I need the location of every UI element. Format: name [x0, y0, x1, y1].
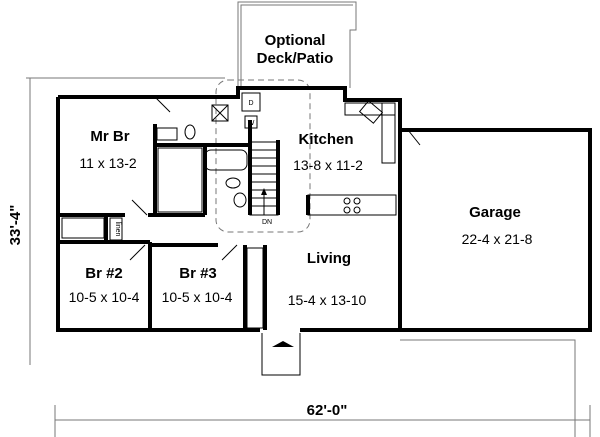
stairs: DN	[249, 141, 279, 226]
deck-label: Optional	[265, 32, 326, 49]
doors	[129, 96, 421, 376]
master-bedroom-label: Mr Br	[90, 128, 129, 145]
kitchen-counter	[381, 102, 396, 164]
driveway	[400, 339, 576, 437]
door[interactable]	[407, 129, 421, 146]
kitchen-label: Kitchen	[298, 131, 353, 148]
width-dimension: 62'-0"	[307, 402, 348, 419]
shower-icon	[211, 104, 229, 122]
master-bedroom-size: 11 x 13-2	[79, 155, 137, 171]
entry-porch	[261, 333, 301, 376]
toilet-icon	[184, 124, 196, 140]
dryer-icon	[241, 92, 261, 112]
stove-icon	[343, 197, 351, 205]
bedroom-3-label: Br #3	[179, 265, 217, 282]
kitchen-counter	[344, 102, 396, 116]
svg-text:D: D	[248, 100, 253, 107]
dimension-lines	[26, 77, 591, 437]
depth-dimension: 33'-4"	[7, 205, 24, 246]
door[interactable]	[129, 244, 146, 261]
fixtures: D W linen	[61, 92, 397, 329]
living-label: Living	[307, 250, 351, 267]
bedroom-2-size: 10-5 x 10-4	[69, 289, 140, 305]
living-size: 15-4 x 13-10	[288, 292, 367, 308]
exterior-walls	[56, 86, 592, 332]
optional-area-outline	[215, 79, 311, 233]
garage-label: Garage	[469, 204, 521, 221]
washer-icon	[244, 115, 258, 129]
door[interactable]	[154, 96, 171, 113]
stairs-label: DN	[262, 219, 272, 226]
closets	[61, 147, 264, 329]
kitchen-counter	[307, 194, 397, 216]
bathtub-icon	[204, 149, 248, 171]
door[interactable]	[131, 199, 148, 216]
svg-text:W: W	[248, 120, 255, 127]
entry-arrow-icon	[272, 341, 294, 347]
deck-outline	[237, 1, 357, 88]
sink-icon	[358, 100, 384, 124]
deck-label: Deck/Patio	[257, 50, 334, 67]
bedroom-2-label: Br #2	[85, 265, 123, 282]
toilet-icon	[225, 177, 241, 189]
garage-size: 22-4 x 21-8	[462, 231, 533, 247]
sink-icon	[233, 192, 247, 208]
kitchen-size: 13-8 x 11-2	[293, 157, 363, 173]
bedroom-3-size: 10-5 x 10-4	[162, 289, 233, 305]
door[interactable]	[221, 244, 238, 261]
linen-label: linen	[114, 222, 121, 237]
vanity-icon	[156, 127, 178, 141]
